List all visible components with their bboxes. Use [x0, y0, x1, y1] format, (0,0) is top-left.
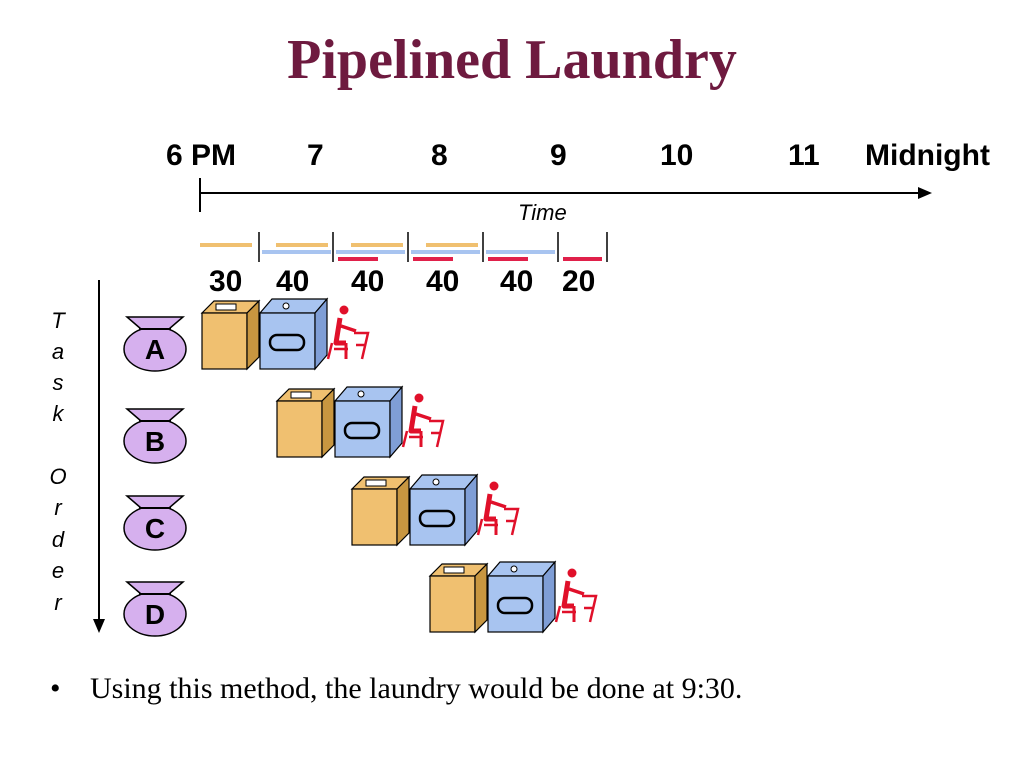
duration-label-2: 40: [276, 265, 309, 298]
task-row-c: C: [123, 473, 520, 551]
washer-icon: [350, 475, 411, 547]
laundry-bag-icon: B: [123, 408, 187, 464]
task-row-d: D: [123, 560, 598, 637]
duration-label-1: 30: [209, 265, 242, 298]
task-row-b: B: [123, 385, 445, 464]
task-order-letter: e: [52, 558, 64, 583]
tick-label-10: 10: [660, 139, 693, 172]
task-label: A: [145, 334, 165, 365]
task-order-letter: r: [54, 495, 63, 520]
tick-label-6pm: 6 PM: [166, 139, 236, 172]
task-label: B: [145, 426, 165, 457]
task-order-letter: T: [51, 308, 66, 333]
tick-label-midnight: Midnight: [865, 139, 990, 172]
duration-label-4: 40: [426, 265, 459, 298]
stage-duration-labels: 30 40 40 40 40 20: [209, 265, 595, 298]
dryer-icon: [333, 385, 404, 459]
laundry-bag-icon: A: [123, 316, 187, 372]
task-order-letter: r: [54, 590, 63, 615]
task-label: C: [145, 513, 165, 544]
folding-person-icon: [326, 305, 370, 360]
laundry-bag-icon: D: [123, 581, 187, 637]
task-order-axis-arrowhead: [93, 619, 105, 633]
task-order-letter: d: [52, 527, 65, 552]
dryer-icon: [258, 297, 329, 371]
summary-text: Using this method, the laundry would be …: [90, 672, 743, 705]
folding-person-icon: [476, 481, 520, 536]
tick-label-11: 11: [788, 139, 820, 172]
task-order-letter: O: [49, 464, 66, 489]
laundry-bag-icon: C: [123, 495, 187, 551]
washer-icon: [200, 299, 261, 371]
time-tick-labels: 6 PM 7 8 9 10 11 Midnight: [166, 139, 990, 172]
summary-bullet: • Using this method, the laundry would b…: [50, 672, 742, 706]
dryer-icon: [408, 473, 479, 547]
time-axis-label: Time: [518, 200, 567, 225]
time-axis-arrowhead: [918, 187, 932, 199]
task-label: D: [145, 599, 165, 630]
duration-label-5: 40: [500, 265, 533, 298]
folding-person-icon: [554, 568, 598, 623]
task-order-letter: k: [53, 401, 65, 426]
tick-label-7: 7: [307, 139, 324, 172]
task-order-letter: s: [53, 370, 64, 395]
tick-label-8: 8: [431, 139, 448, 172]
task-rows: A B C D: [123, 297, 598, 637]
folding-person-icon: [401, 393, 445, 448]
bullet-dot: •: [50, 672, 61, 705]
duration-label-6: 20: [562, 265, 595, 298]
duration-label-3: 40: [351, 265, 384, 298]
page-title: Pipelined Laundry: [287, 29, 737, 91]
dryer-icon: [486, 560, 557, 634]
task-order-letter: a: [52, 339, 64, 364]
stage-duration-bars: [200, 232, 608, 262]
washer-icon: [428, 562, 489, 634]
tick-label-9: 9: [550, 139, 567, 172]
task-row-a: A: [123, 297, 370, 372]
washer-icon: [275, 387, 336, 459]
